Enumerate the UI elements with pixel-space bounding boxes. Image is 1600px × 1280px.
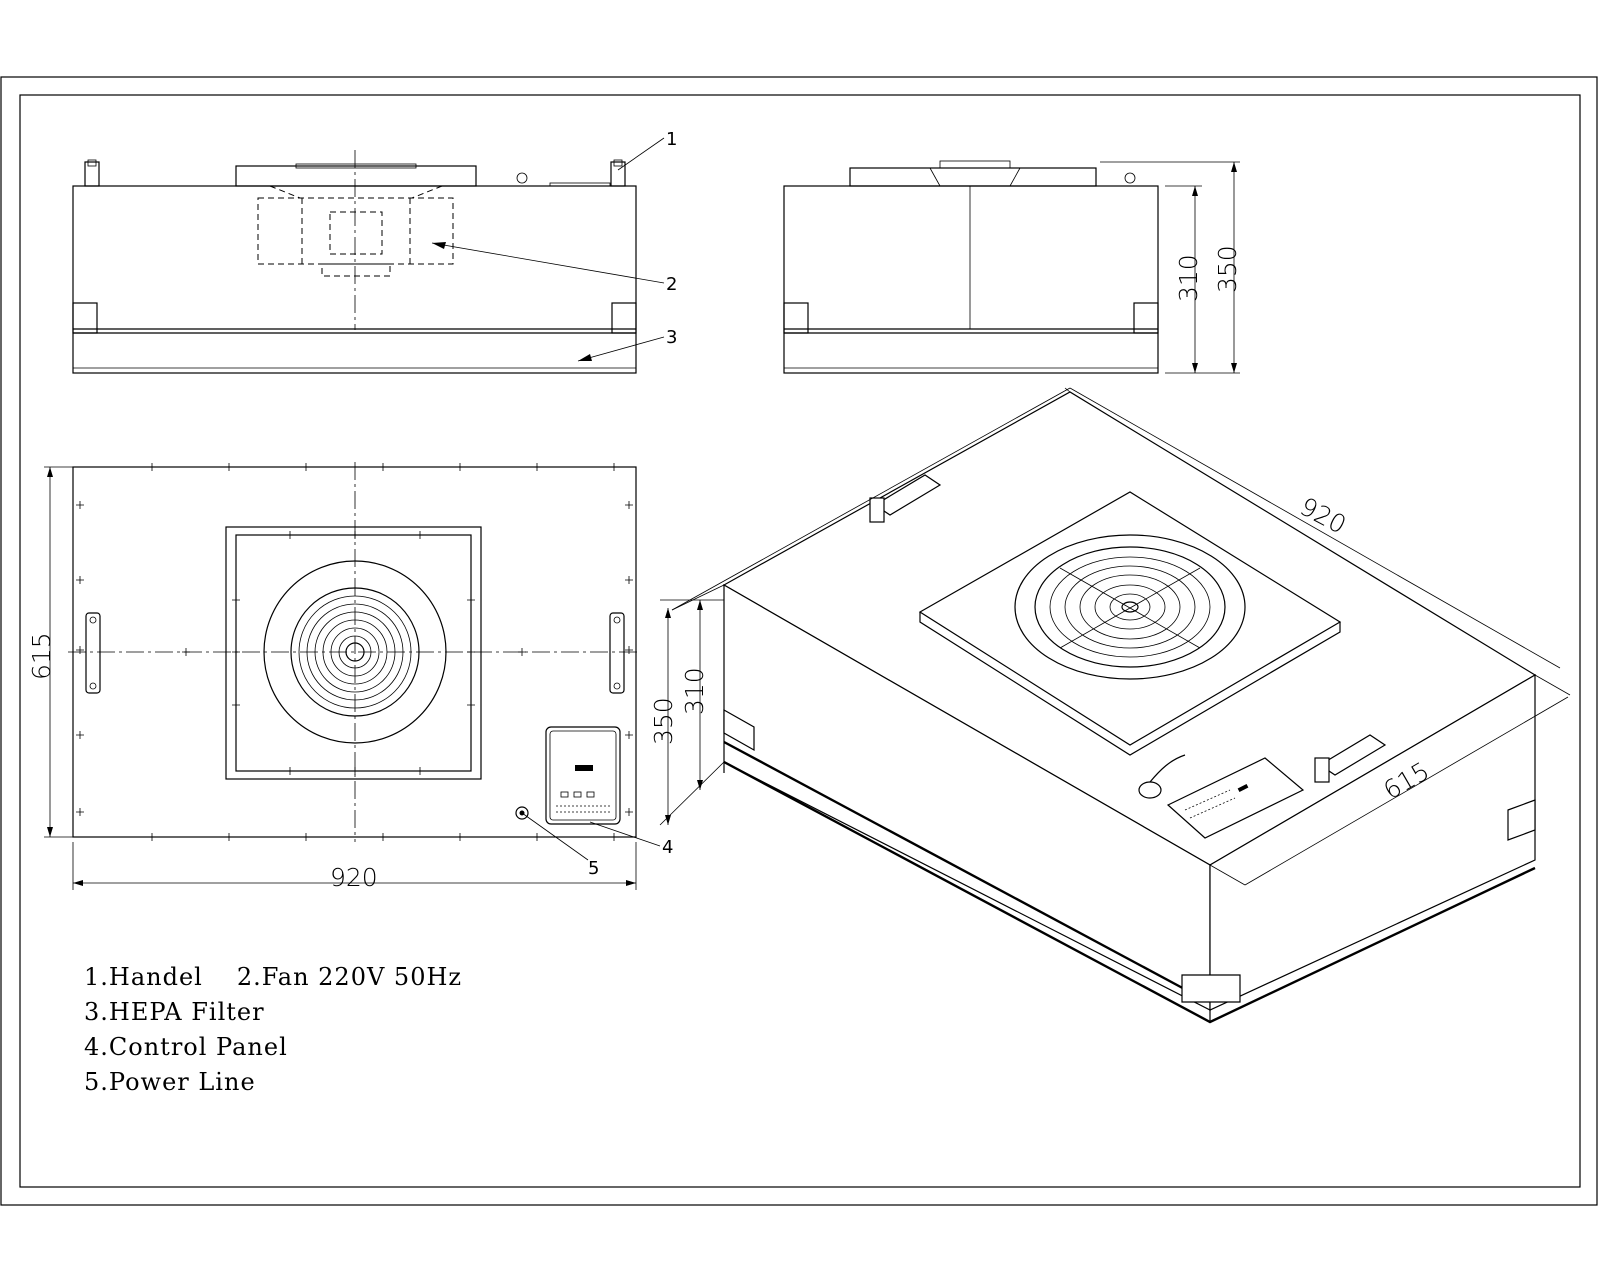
front-view-callouts: 1 2 3 [431,129,677,362]
bolt-mark [76,731,84,739]
legend-item-hepa: 3.HEPA Filter [84,998,265,1026]
bolt-mark [379,463,387,471]
legend-item-handle: 1.Handel [84,963,203,991]
bolt-mark [148,833,156,841]
top-dim-615: 615 [27,632,56,680]
bolt-mark [76,576,84,584]
bolt-mark [518,648,526,656]
front-view [72,150,637,374]
side-view-dimensions: 310 350 [1100,161,1242,374]
bolt-mark [351,767,359,775]
bolt-mark [467,648,475,656]
bolt-mark [379,833,387,841]
bolt-mark [416,531,424,539]
legend-item-power-line: 5.Power Line [84,1068,256,1096]
bolt-mark [302,833,310,841]
bolt-mark [625,808,633,816]
callout-3: 3 [666,327,677,348]
legend-item-fan: 2.Fan 220V 50Hz [236,963,463,991]
iso-dim-310: 310 [680,667,709,715]
bolt-mark [232,596,240,604]
bolt-mark [302,463,310,471]
bolt-mark [76,501,84,509]
bolt-mark [456,833,464,841]
side-dim-310: 310 [1174,254,1203,302]
bolt-mark [610,463,618,471]
top-view [68,462,640,842]
legend-item-control-panel: 4.Control Panel [84,1033,288,1061]
bolt-mark [225,463,233,471]
bolt-mark [225,833,233,841]
top-view-callouts: 5 4 [521,812,673,879]
bolt-mark [625,646,633,654]
side-dim-350: 350 [1213,245,1242,293]
side-view [783,160,1159,374]
iso-dim-350: 350 [649,697,678,745]
bolt-mark [456,463,464,471]
top-dim-920: 920 [330,863,378,892]
bolt-mark [625,576,633,584]
bolt-mark [148,463,156,471]
outer-frame [0,76,1598,1206]
bolt-mark [416,767,424,775]
bolt-mark [76,808,84,816]
isometric-view [722,391,1537,1024]
callout-2: 2 [666,274,677,295]
bolt-mark [232,648,240,656]
bolt-mark [232,701,240,709]
bolt-mark [351,531,359,539]
bolt-mark [533,463,541,471]
legend: 1.Handel 2.Fan 220V 50Hz 3.HEPA Filter 4.… [84,960,462,1100]
callout-5: 5 [588,858,599,879]
bolt-mark [182,648,190,656]
legend-row-1: 1.Handel 2.Fan 220V 50Hz [84,960,462,995]
callout-4: 4 [662,837,673,858]
bolt-mark [625,731,633,739]
bolt-mark [467,596,475,604]
bolt-mark [76,646,84,654]
top-view-dimensions: 920 615 [27,466,637,892]
bolt-mark [610,833,618,841]
callout-1: 1 [666,129,677,150]
bolt-mark [286,767,294,775]
bolt-mark [467,701,475,709]
bolt-mark [625,501,633,509]
bolt-mark [286,531,294,539]
bolt-mark [533,833,541,841]
top-view-bolts [76,463,633,841]
inner-frame [19,94,1581,1188]
